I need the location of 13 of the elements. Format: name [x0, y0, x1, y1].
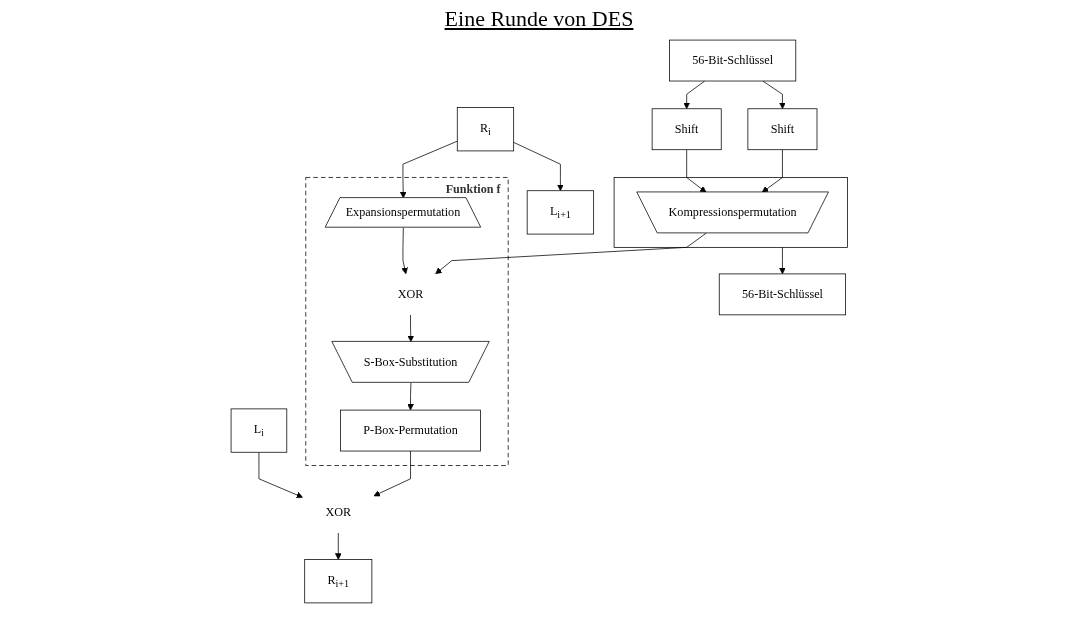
node-box: 56-Bit-Schlüssel	[718, 273, 846, 316]
node-text: XOR	[397, 287, 424, 301]
diagram-title: Eine Runde von DES	[443, 6, 635, 32]
node-box: Shift	[747, 108, 818, 151]
node-box: Shift	[651, 108, 722, 151]
node-box: P-Box-Permutation	[339, 409, 481, 452]
node-box: 56-Bit-Schlüssel	[668, 39, 796, 82]
node-text: XOR	[325, 505, 351, 519]
cluster	[613, 177, 848, 248]
node-box: L$_{i+1}$	[526, 190, 594, 235]
node-box: R$_{i+1}$	[304, 559, 372, 604]
node-box: L$_{i}$	[230, 408, 287, 453]
node-box: R$_{i}$	[456, 107, 514, 152]
